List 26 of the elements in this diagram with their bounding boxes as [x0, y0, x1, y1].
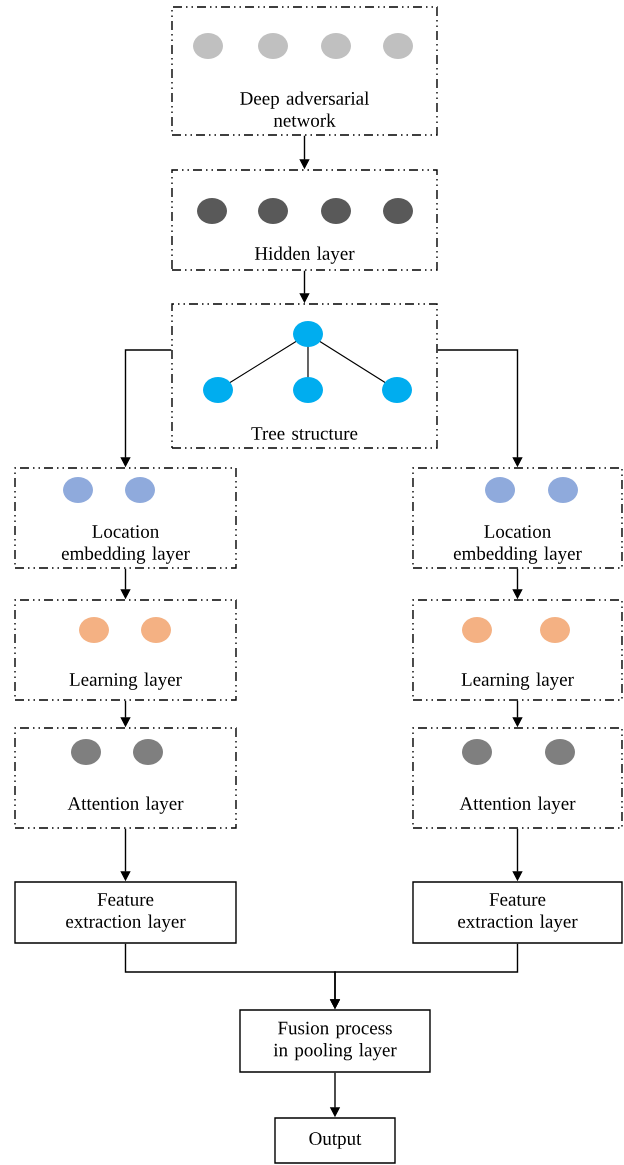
node-label: Location embedding layer — [453, 525, 582, 564]
layer-box — [171, 6, 438, 136]
process-box — [412, 881, 623, 944]
node-label: Feature extraction layer — [66, 893, 186, 932]
layer-box — [171, 303, 438, 449]
node-label: Fusion process in pooling layer — [273, 1021, 397, 1061]
node-label: Learning layer — [69, 672, 182, 690]
layer-box — [14, 599, 237, 701]
node-label: Hidden layer — [254, 246, 355, 264]
layer-box — [412, 727, 623, 829]
process-box — [239, 1009, 431, 1073]
node-label: Attention layer — [459, 796, 576, 814]
node-label: Tree structure — [251, 427, 358, 440]
process-box — [274, 1117, 396, 1164]
node-label: Location embedding layer — [61, 525, 190, 564]
node-label: Attention layer — [67, 796, 184, 814]
layer-box — [14, 467, 237, 569]
node-label: Output — [309, 1132, 362, 1149]
node-label: Learning layer — [461, 672, 574, 690]
layer-box — [171, 169, 438, 271]
layer-box — [412, 599, 623, 701]
node-label: Feature extraction layer — [458, 893, 578, 932]
layer-box — [14, 727, 237, 829]
node-label: Deep adversarial network — [240, 91, 369, 127]
layer-box — [412, 467, 623, 569]
process-box — [14, 881, 237, 944]
